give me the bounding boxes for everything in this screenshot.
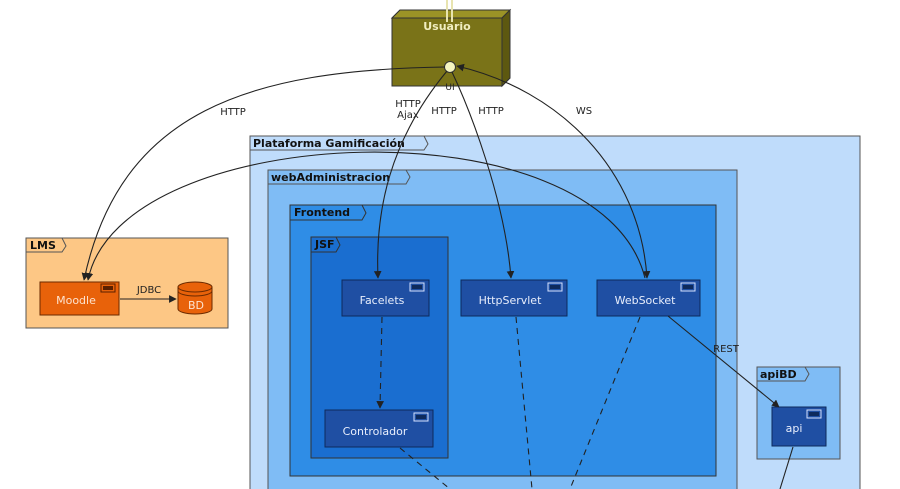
http-servlet-label-1: HTTP xyxy=(431,106,457,117)
ui-interface-label: UI xyxy=(445,83,454,93)
websocket-component: WebSocket xyxy=(596,279,701,317)
bd-database: BD xyxy=(177,281,213,315)
moodle-component: Moodle xyxy=(39,281,120,316)
usuario-node: Usuario UI xyxy=(390,0,512,93)
webadmin-label: webAdministracion xyxy=(271,171,390,184)
http-ajax-label-1: HTTP xyxy=(395,99,421,110)
http-ajax-label-2: Ajax xyxy=(397,110,419,121)
plataforma-label: Plataforma Gamificación xyxy=(253,137,405,150)
http-moodle-label: HTTP xyxy=(220,107,246,118)
facelets-label: Facelets xyxy=(360,294,405,307)
edge-facelets-controlador xyxy=(376,316,385,409)
edge-ws xyxy=(456,63,651,279)
ui-interface-icon xyxy=(444,61,456,73)
controlador-label: Controlador xyxy=(343,425,408,438)
api-label: api xyxy=(786,422,803,435)
frontend-label: Frontend xyxy=(294,206,350,219)
edge-api-down xyxy=(779,446,794,489)
moodle-label: Moodle xyxy=(56,294,96,307)
rest-label: REST xyxy=(713,344,740,355)
jsf-label: JSF xyxy=(314,238,335,251)
edge-http-moodle xyxy=(81,66,446,281)
apibd-label: apiBD xyxy=(760,368,797,381)
httpservlet-component: HttpServlet xyxy=(460,279,568,317)
usuario-label: Usuario xyxy=(423,20,471,33)
edge-http-facelets xyxy=(373,70,448,279)
controlador-component: Controlador xyxy=(324,409,434,448)
api-component: api xyxy=(771,406,827,447)
jdbc-label: JDBC xyxy=(136,285,161,296)
bd-label: BD xyxy=(188,299,204,312)
edge-rest xyxy=(667,315,780,408)
facelets-component: Facelets xyxy=(341,279,430,317)
edge-labels: HTTP HTTP Ajax HTTP HTTP WS JDBC REST xyxy=(136,99,740,355)
ws-label: WS xyxy=(576,106,592,117)
http-servlet-label-2: HTTP xyxy=(478,106,504,117)
lms-label: LMS xyxy=(30,239,56,252)
websocket-label: WebSocket xyxy=(615,294,676,307)
edge-httpservlet-down xyxy=(515,316,533,489)
edges xyxy=(81,63,794,489)
edge-websocket-down xyxy=(569,316,641,489)
httpservlet-label: HttpServlet xyxy=(479,294,542,307)
